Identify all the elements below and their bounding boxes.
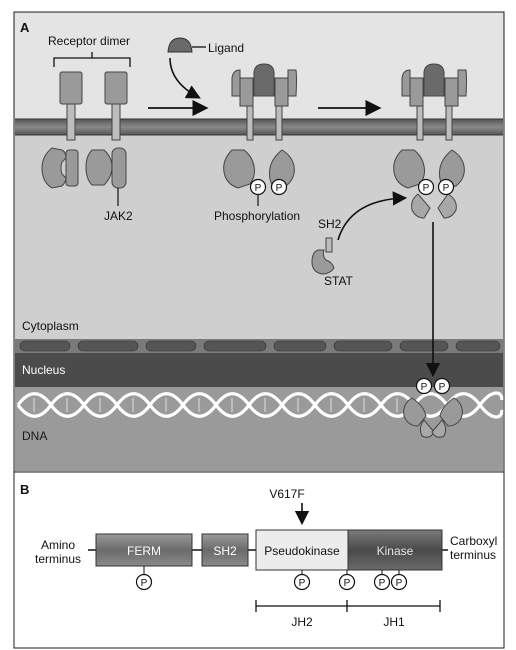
panel-b: B V617F Amino terminus FERM SH2 Pseudoki…	[14, 472, 504, 648]
svg-text:P: P	[439, 382, 446, 393]
phosphate-group: P	[419, 180, 434, 195]
sh2-label-a: SH2	[318, 217, 342, 231]
phosphate-group: P	[439, 180, 454, 195]
dna-label: DNA	[22, 429, 47, 443]
ligand-label: Ligand	[208, 41, 244, 55]
phosphate-group: P	[251, 180, 266, 195]
amino-terminus-label-line2: terminus	[35, 552, 81, 566]
phosphorylation-label: Phosphorylation	[214, 209, 300, 223]
svg-text:P: P	[299, 578, 306, 589]
svg-text:P: P	[255, 183, 262, 194]
stat-label: STAT	[324, 274, 354, 288]
nucleus-label: Nucleus	[22, 363, 65, 377]
pseudokinase-label: Pseudokinase	[264, 544, 340, 558]
panel-b-letter: B	[20, 482, 29, 497]
panel-a-letter: A	[20, 20, 30, 35]
receptor-dimer-label: Receptor dimer	[48, 34, 130, 48]
svg-text:P: P	[276, 183, 283, 194]
svg-text:P: P	[344, 578, 351, 589]
carboxyl-terminus-label-line1: Carboxyl	[450, 534, 497, 548]
ferm-label: FERM	[127, 544, 161, 558]
phosphate-group: P	[417, 379, 432, 394]
phosphate-group: P	[435, 379, 450, 394]
sh2-label-b: SH2	[213, 544, 237, 558]
svg-text:P: P	[443, 183, 450, 194]
svg-text:P: P	[421, 382, 428, 393]
amino-terminus-label-line1: Amino	[41, 538, 75, 552]
carboxyl-terminus-label-line2: terminus	[450, 548, 496, 562]
mutation-label: V617F	[269, 487, 304, 501]
cell-membrane	[15, 119, 503, 135]
svg-text:P: P	[396, 578, 403, 589]
panel-a: A Receptor dimer Ligand JAK2	[14, 12, 504, 472]
kinase-label: Kinase	[377, 544, 414, 558]
jh1-label: JH1	[383, 615, 405, 629]
svg-text:P: P	[379, 578, 386, 589]
jak2-label: JAK2	[104, 209, 133, 223]
cytoplasm-label: Cytoplasm	[22, 319, 79, 333]
svg-text:P: P	[423, 183, 430, 194]
svg-text:P: P	[141, 578, 148, 589]
jh2-label: JH2	[291, 615, 313, 629]
phosphate-group: P	[272, 180, 287, 195]
